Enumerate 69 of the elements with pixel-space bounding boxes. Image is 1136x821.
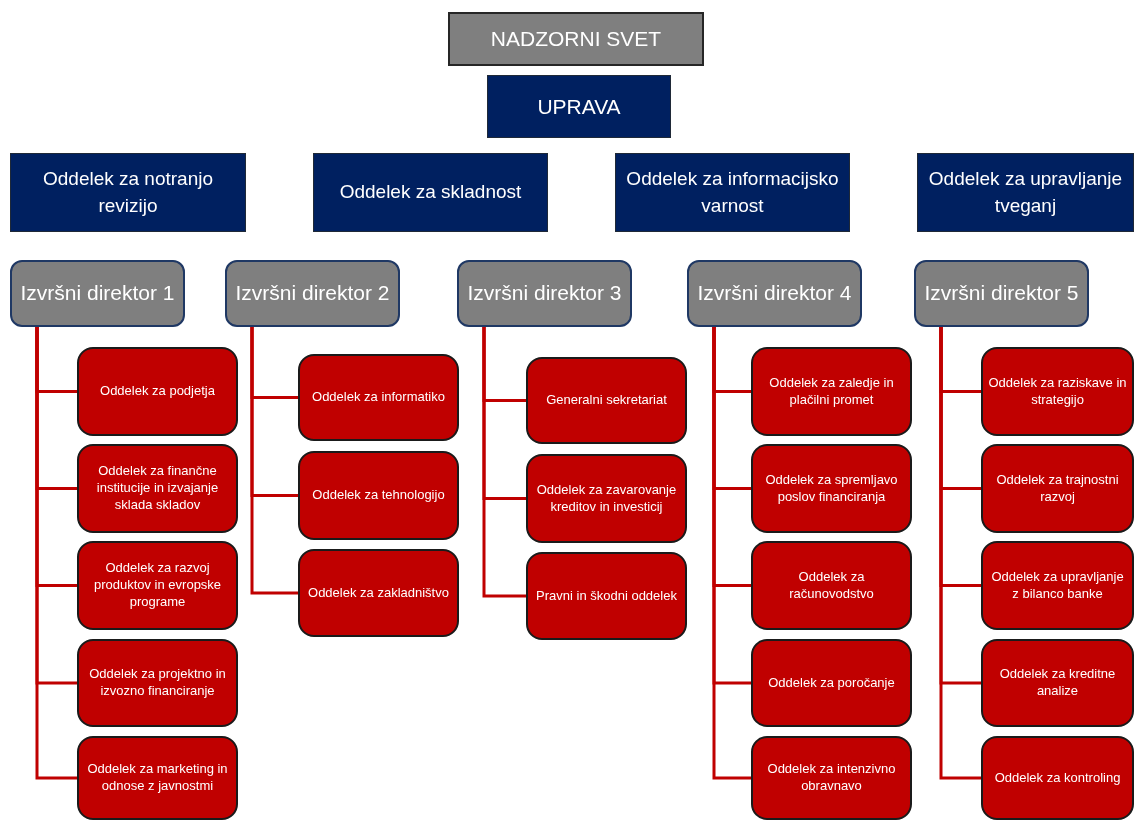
node-label: Oddelek za poročanje bbox=[768, 674, 895, 692]
unit-box bbox=[751, 639, 912, 727]
node-label: Oddelek za zavarovanje kreditov in investicij bbox=[535, 481, 678, 516]
unit-box bbox=[77, 639, 238, 727]
node-label: Izvršni direktor 2 bbox=[235, 280, 390, 307]
unit-box bbox=[751, 347, 912, 436]
unit-box bbox=[981, 541, 1134, 630]
connector-line bbox=[482, 327, 526, 598]
node-label: Izvršni direktor 4 bbox=[697, 280, 852, 307]
management-box bbox=[487, 75, 671, 138]
department-box bbox=[917, 153, 1134, 232]
node-label: Pravni in škodni oddelek bbox=[536, 587, 677, 605]
connector-line bbox=[712, 327, 751, 780]
unit-box bbox=[981, 639, 1134, 727]
node-label: Izvršni direktor 3 bbox=[467, 280, 622, 307]
unit-box bbox=[981, 444, 1134, 533]
unit-box bbox=[298, 354, 459, 441]
director-box bbox=[457, 260, 632, 327]
node-label: Oddelek za zaledje in plačilni promet bbox=[768, 374, 895, 409]
node-label: Oddelek za upravljanje z bilanco banke bbox=[990, 568, 1125, 603]
node-label: Oddelek za kreditne analize bbox=[998, 666, 1117, 700]
director-box bbox=[687, 260, 862, 327]
node-label: Oddelek za intenzivno obravnavo bbox=[766, 761, 897, 795]
board-box bbox=[448, 12, 704, 66]
node-label: NADZORNI SVET bbox=[490, 26, 662, 53]
node-label: Oddelek za informacijsko varnost bbox=[625, 166, 840, 218]
unit-box bbox=[77, 541, 238, 630]
node-label: Izvršni direktor 1 bbox=[20, 280, 175, 307]
unit-box bbox=[77, 347, 238, 436]
node-label: Oddelek za spremljavo poslov financiranja bbox=[764, 471, 899, 506]
node-label: Oddelek za tehnologijo bbox=[312, 487, 445, 504]
node-label: Oddelek za upravljanje tveganj bbox=[927, 166, 1124, 218]
department-box bbox=[615, 153, 850, 232]
unit-box bbox=[526, 454, 687, 543]
node-label: UPRAVA bbox=[537, 93, 621, 120]
node-label: Oddelek za zakladništvo bbox=[308, 584, 449, 602]
unit-box bbox=[526, 357, 687, 444]
unit-box bbox=[298, 549, 459, 637]
unit-box bbox=[298, 451, 459, 540]
director-box bbox=[10, 260, 185, 327]
department-box bbox=[313, 153, 548, 232]
node-label: Oddelek za informatiko bbox=[312, 389, 445, 406]
unit-box bbox=[751, 541, 912, 630]
connector-line bbox=[939, 327, 981, 780]
connector-line bbox=[35, 327, 77, 780]
unit-box bbox=[77, 736, 238, 820]
node-label: Generalni sekretariat bbox=[546, 392, 667, 409]
node-label: Izvršni direktor 5 bbox=[924, 280, 1079, 307]
node-label: Oddelek za raziskave in strategijo bbox=[987, 374, 1128, 409]
node-label: Oddelek za računovodstvo bbox=[788, 568, 875, 603]
unit-box bbox=[981, 736, 1134, 820]
node-label: Oddelek za razvoj produktov in evropske programe bbox=[92, 560, 223, 611]
node-label: Oddelek za notranjo revizijo bbox=[41, 166, 215, 218]
node-label: Oddelek za finančne institucije in izvajanje sklada skladov bbox=[95, 463, 220, 514]
node-label: Oddelek za podjetja bbox=[100, 383, 215, 400]
node-label: Oddelek za marketing in odnose z javnostmi bbox=[86, 761, 229, 795]
unit-box bbox=[751, 444, 912, 533]
unit-box bbox=[981, 347, 1134, 436]
node-label: Oddelek za skladnost bbox=[339, 180, 522, 205]
connector-line bbox=[250, 327, 298, 595]
node-label: Oddelek za kontroling bbox=[994, 769, 1121, 787]
node-label: Oddelek za trajnostni razvoj bbox=[995, 471, 1120, 506]
director-box bbox=[225, 260, 400, 327]
director-box bbox=[914, 260, 1089, 327]
unit-box bbox=[77, 444, 238, 533]
node-label: Oddelek za projektno in izvozno financiranje bbox=[88, 666, 227, 700]
unit-box bbox=[751, 736, 912, 820]
department-box bbox=[10, 153, 246, 232]
unit-box bbox=[526, 552, 687, 640]
